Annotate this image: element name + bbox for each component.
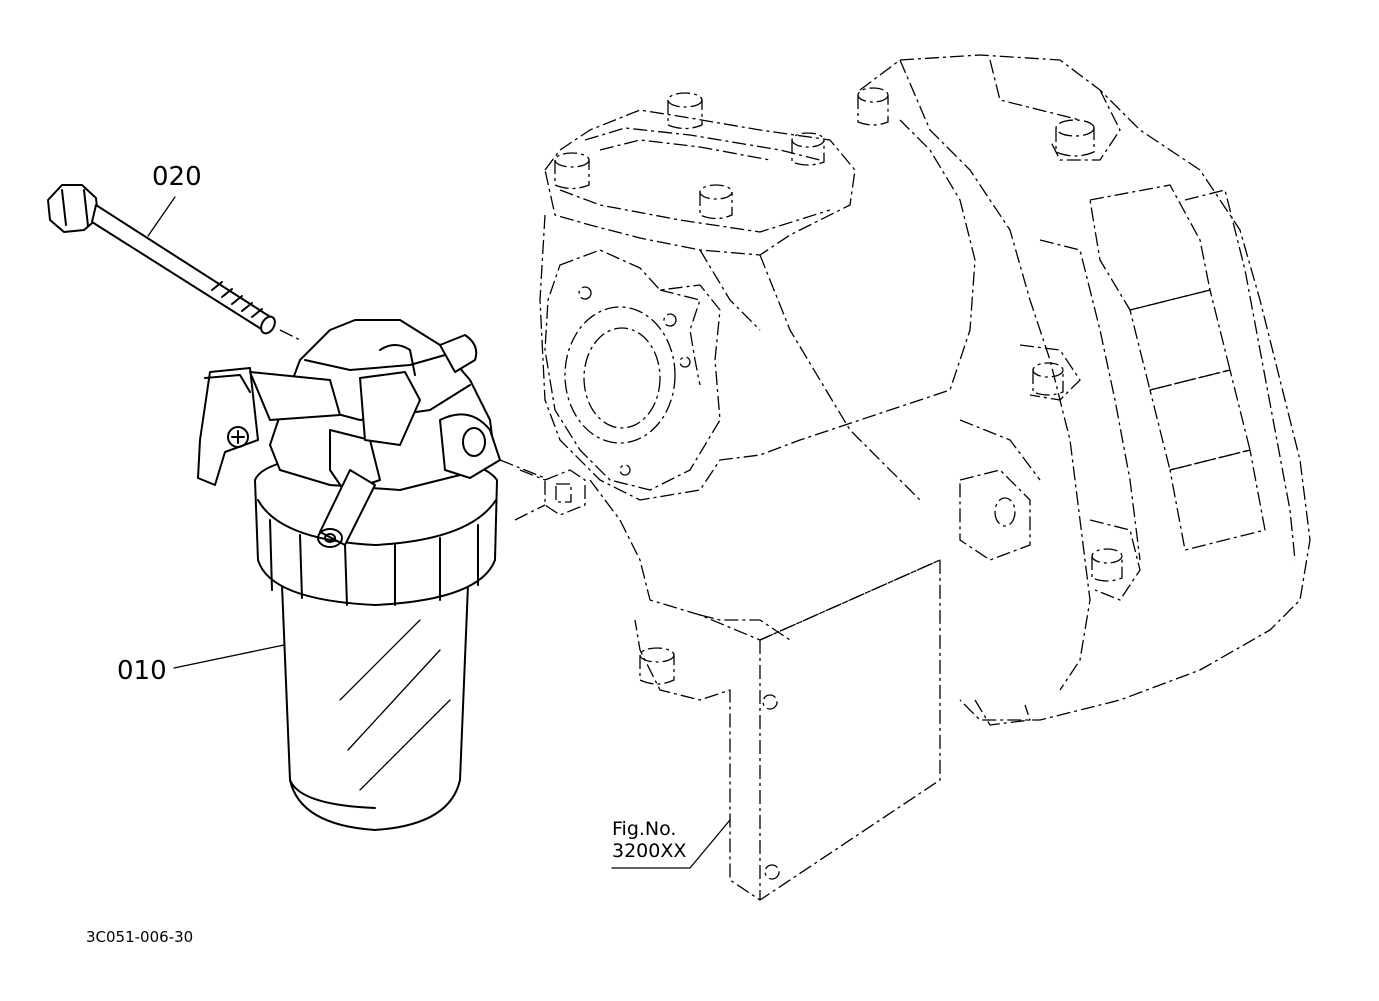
fuel-filter-assembly [197,319,501,831]
drawing-code: 3C051-006-30 [86,928,194,946]
leader-lines [147,196,731,869]
figure-reference[interactable]: Fig.No. 3200XX [612,818,686,862]
filter-centre-line [499,459,546,479]
figure-reference-number: 3200XX [612,840,687,862]
mounting-bolt [47,184,276,335]
callout-010: 010 [117,656,167,686]
engine-bolts [554,87,1123,685]
figure-reference-label: Fig.No. [612,818,677,840]
bolt-centre-line [279,329,301,341]
engine-block-phantom [514,54,1311,901]
callout-020: 020 [152,162,202,192]
